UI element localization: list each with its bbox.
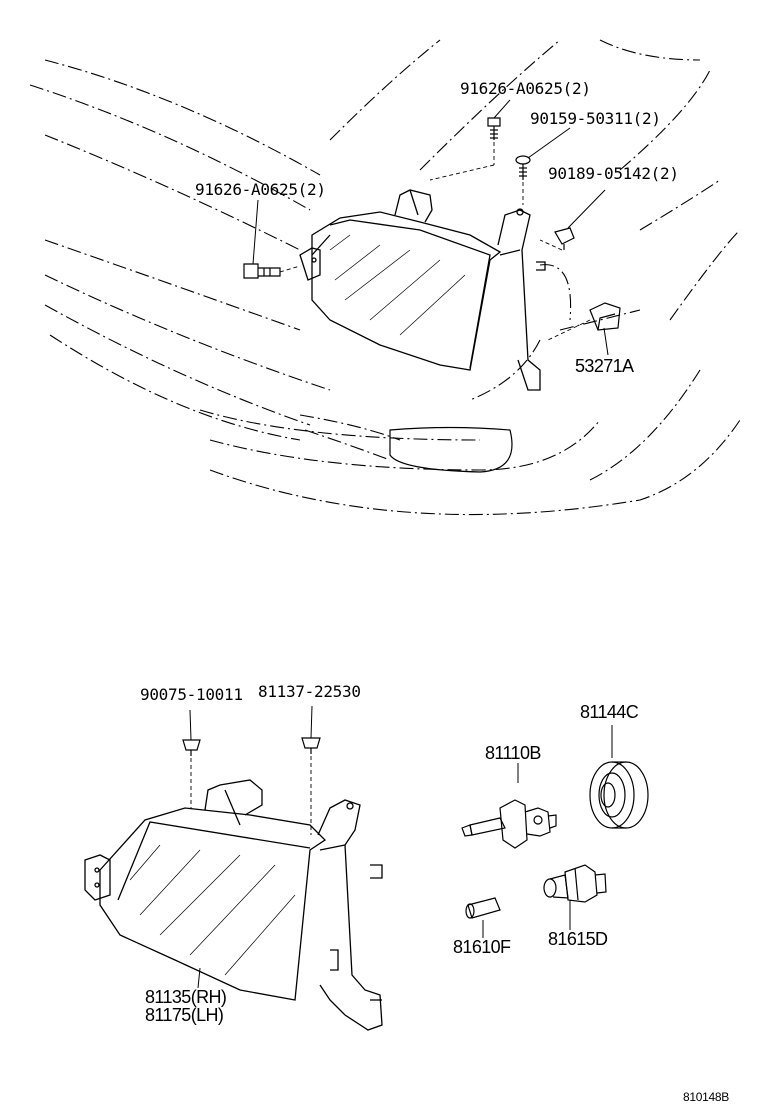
upper-headlamp <box>300 190 545 390</box>
clip-icon <box>555 228 574 250</box>
dashed-guides-upper <box>280 142 590 340</box>
callout-clip-b: 81137-22530 <box>258 682 361 701</box>
lower-headlamp <box>85 780 382 1030</box>
clip-a-icon <box>183 740 200 756</box>
callout-bulb-main: 81110B <box>485 743 541 763</box>
leader-lines-lower <box>190 706 612 988</box>
callout-headlamp-lh: 81175(LH) <box>145 1005 224 1025</box>
clip-b-icon <box>302 738 320 754</box>
callout-clip: 90189-05142(2) <box>548 164 679 183</box>
callout-bulb-socket: 81615D <box>548 929 608 949</box>
halogen-bulb-icon <box>462 800 556 848</box>
callout-screw: 90159-50311(2) <box>530 109 661 128</box>
bulb-socket-icon <box>544 865 606 902</box>
callout-bolt-left: 91626-A0625(2) <box>195 180 326 199</box>
callout-socket: 81144C <box>580 702 639 722</box>
callout-clip-a: 90075-10011 <box>140 685 243 704</box>
callout-headlamp-rh: 81135(RH) <box>145 987 227 1007</box>
bolt-left-icon <box>244 264 280 278</box>
socket-ring-icon <box>590 762 648 828</box>
screw-icon <box>516 156 530 180</box>
leader-lines-upper <box>253 100 608 355</box>
drawing-id: 810148B <box>683 1090 729 1104</box>
fog-lamp-opening <box>390 428 512 473</box>
callout-bulb-small: 81610F <box>453 937 511 957</box>
wedge-bulb-icon <box>466 898 500 918</box>
callout-bracket-part: 53271A <box>575 356 634 376</box>
bolt-icon <box>488 118 500 140</box>
car-body-outline <box>30 40 740 515</box>
dashed-guides-lower <box>191 756 311 835</box>
callout-bolt-top-right: 91626-A0625(2) <box>460 79 591 98</box>
bracket-53271a-icon <box>590 303 620 330</box>
